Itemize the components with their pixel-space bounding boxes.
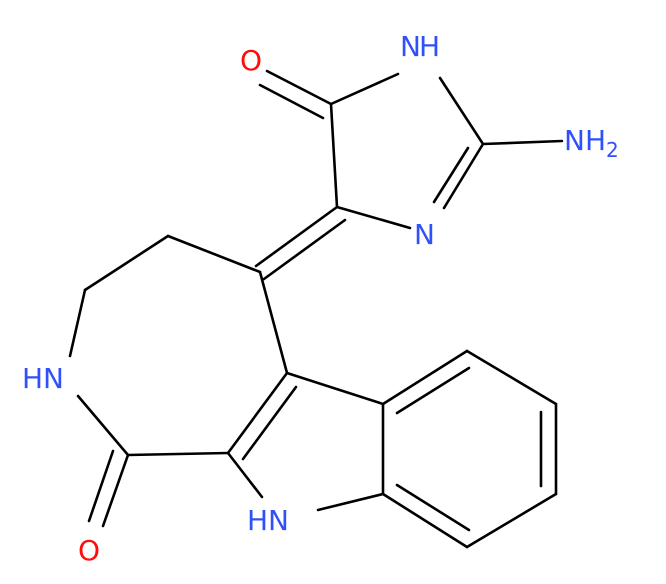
bond-c4-n1: [329, 72, 400, 106]
bond-c2-n-indole: [226, 451, 264, 499]
bond-n1-c2: [438, 76, 485, 146]
bonds: [68, 69, 564, 549]
bond-c2-c3-indole: [226, 371, 289, 455]
nitrogen-top-label: N: [400, 30, 421, 63]
amino-group-label: NH2: [564, 124, 619, 162]
bond-c6-c7: [465, 492, 558, 549]
bond-c2-nh2: [481, 139, 564, 146]
bond-c2-n3: [442, 142, 485, 210]
bond-co-c: [126, 451, 230, 457]
bond-n-c7a: [316, 492, 385, 512]
bond-c2-c3-indole-double: [241, 385, 298, 461]
bond-exo-2: [262, 218, 347, 281]
azepine-nh-label: HN: [22, 362, 64, 395]
bond-ch2-ch2: [83, 234, 170, 292]
bond-c2-n3-double: [432, 146, 470, 204]
indole-nh-label: HN: [247, 504, 289, 537]
bond-c3a-c4: [381, 349, 469, 406]
bond-co-top-2: [258, 83, 325, 120]
ring-nitrogen-label: N: [414, 218, 435, 251]
bond-c5-c4: [329, 102, 339, 209]
bond-c5-n3: [335, 205, 412, 230]
bond-c-c-fused: [258, 270, 289, 375]
bond-nh-co: [76, 394, 130, 457]
bond-c7-c7a: [381, 492, 469, 549]
bond-c7-c7a-double: [395, 483, 471, 532]
bond-co-bottom-1: [101, 453, 130, 528]
bond-co-top-1: [265, 69, 333, 106]
bond-exo-1: [254, 205, 339, 268]
bond-co-bottom-2: [87, 449, 115, 523]
bond-ch2-nh: [68, 288, 87, 358]
bond-c4-c5: [465, 349, 558, 406]
hydrogen-top-label: H: [419, 30, 440, 63]
oxygen-bottom-label: O: [78, 534, 100, 567]
bond-c3-c3a: [285, 371, 385, 406]
oxygen-top-label: O: [240, 44, 262, 77]
bond-c-ch2-a: [166, 234, 262, 274]
atom-labels: O N H NH2 N HN HN O: [22, 30, 619, 567]
bond-c3a-c4-double: [395, 366, 471, 415]
